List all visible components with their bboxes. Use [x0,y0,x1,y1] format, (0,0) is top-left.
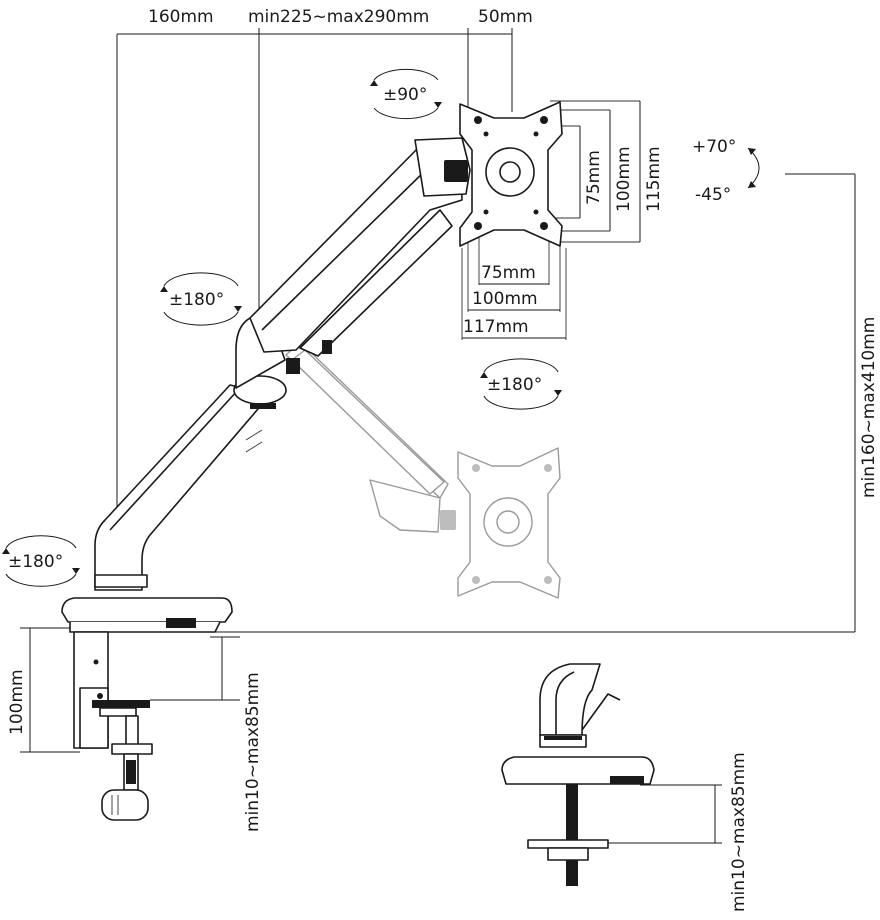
grommet-pole [539,663,601,736]
label-plate-height: 115mm [644,146,664,212]
rotation-head-arrow [480,358,562,410]
label-tilt-down: -45° [695,185,731,205]
label-vesa-h75: 75mm [481,263,536,283]
clamp-knob [101,789,149,821]
rotation-arrows [2,68,760,587]
c-clamp [73,631,153,821]
rotation-plate-arrow [370,68,442,120]
label-vesa-h100: 100mm [472,289,538,309]
ghost-head-joint [369,479,441,533]
label-height-range: min160~max410mm [859,317,879,498]
label-vesa-v75: 75mm [584,150,604,205]
label-rotation-base: ±180° [8,552,63,572]
dimension-labels: 160mm min225~max290mm 50mm 75mm 100mm 11… [7,7,879,912]
grommet-plate [527,839,609,849]
label-extension: min225~max290mm [248,7,429,27]
label-clamp-depth: 100mm [7,669,27,735]
rotation-labels: ±90° +70° -45° ±180° ±180° ±180° [8,85,736,572]
rotation-upper-arrow [160,272,242,326]
desk-base [61,597,233,623]
vesa-hole [540,116,548,124]
label-plate-width: 117mm [463,317,529,337]
rotation-tilt-arrow [747,147,760,189]
label-rotation-head: ±180° [487,375,542,395]
vesa-plate [459,101,563,247]
base-collar [94,574,148,588]
label-plate-offset: 50mm [478,7,533,27]
label-rotation-upper: ±180° [169,290,224,310]
vesa-hole [540,222,548,230]
grommet-mount [501,663,655,886]
arm-lower-position [285,341,561,599]
label-clamp-range: min10~max85mm [243,672,263,832]
vesa-hole [474,222,482,230]
label-tilt-up: +70° [692,137,736,157]
lower-arm [94,384,271,591]
label-arm-segment: 160mm [148,7,214,27]
label-rotation-plate: ±90° [383,85,427,105]
label-vesa-v100: 100mm [614,146,634,212]
label-grommet-range: min10~max85mm [729,752,749,912]
vesa-hole [474,116,482,124]
rotation-base-arrow [2,535,80,587]
monitor-arm [61,137,471,633]
